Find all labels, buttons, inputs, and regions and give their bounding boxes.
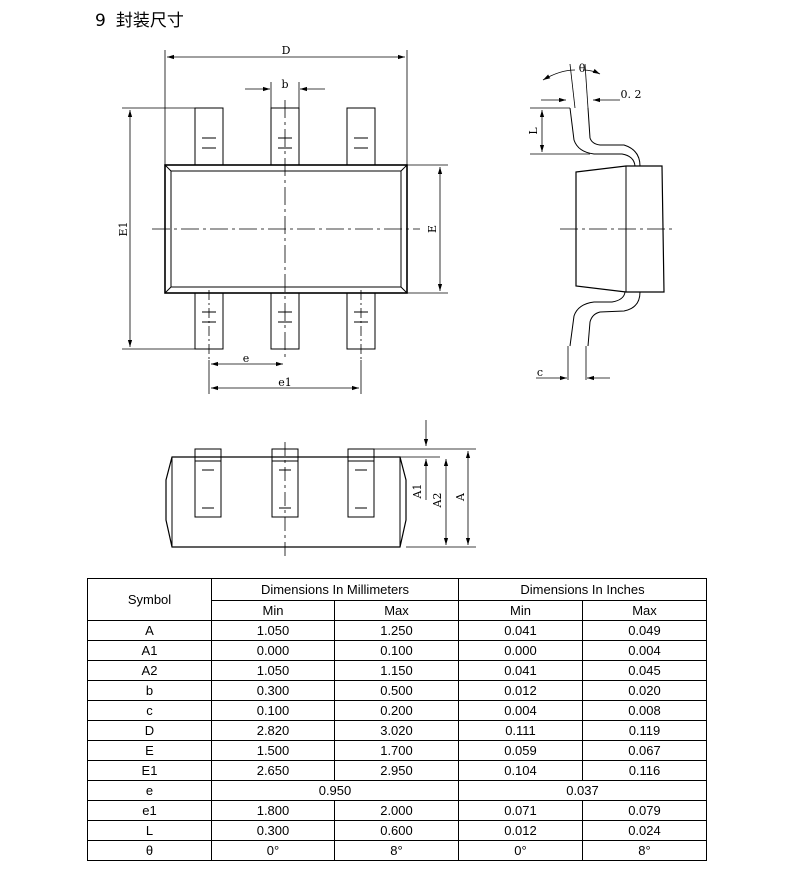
dim-label-E1: E1 xyxy=(117,221,130,236)
cell-symbol: θ xyxy=(87,840,212,861)
cell-in-min: 0.111 xyxy=(458,720,583,741)
cell-in-max: 8° xyxy=(582,840,707,861)
side-view xyxy=(530,63,676,381)
cell-symbol: b xyxy=(87,680,212,701)
cell-in-max: 0.008 xyxy=(582,700,707,721)
in-max-header: Max xyxy=(582,599,707,621)
cell-in-max: 0.119 xyxy=(582,720,707,741)
symbol-header: Symbol xyxy=(87,578,212,621)
cell-in-max: 0.067 xyxy=(582,740,707,761)
dim-label-E: E xyxy=(426,225,439,233)
table-row: D 2.820 3.020 0.111 0.119 xyxy=(87,720,707,741)
cell-in-min: 0.012 xyxy=(458,680,583,701)
cell-mm-max: 2.000 xyxy=(334,800,459,821)
cell-in-max: 0.079 xyxy=(582,800,707,821)
mm-group-header: Dimensions In Millimeters xyxy=(211,578,459,601)
table-row: e1 1.800 2.000 0.071 0.079 xyxy=(87,800,707,821)
section-title: 封装尺寸 xyxy=(115,11,184,31)
dim-label-b: b xyxy=(281,78,288,91)
cell-mm-max: 2.950 xyxy=(334,760,459,781)
cell-symbol: e1 xyxy=(87,800,212,821)
table-row: E 1.500 1.700 0.059 0.067 xyxy=(87,740,707,761)
cell-mm-min: 1.800 xyxy=(211,800,335,821)
cell-symbol: e xyxy=(87,780,212,801)
cell-mm-value: 0.950 xyxy=(211,780,459,801)
cell-in-min: 0.000 xyxy=(458,640,583,661)
cell-mm-max: 8° xyxy=(334,840,459,861)
cell-mm-max: 1.250 xyxy=(334,620,459,641)
dim-label-theta: θ xyxy=(579,62,586,75)
cell-in-max: 0.020 xyxy=(582,680,707,701)
table-row: θ 0° 8° 0° 8° xyxy=(87,840,707,861)
cell-mm-min: 2.650 xyxy=(211,760,335,781)
cell-in-min: 0.104 xyxy=(458,760,583,781)
dim-label-e1: e1 xyxy=(278,376,292,389)
table-row: A 1.050 1.250 0.041 0.049 xyxy=(87,620,707,641)
cell-mm-min: 0.300 xyxy=(211,820,335,841)
cell-symbol: A2 xyxy=(87,660,212,681)
cell-symbol: E xyxy=(87,740,212,761)
table-row: A1 0.000 0.100 0.000 0.004 xyxy=(87,640,707,661)
cell-mm-max: 1.700 xyxy=(334,740,459,761)
dim-label-A: A xyxy=(454,492,467,502)
cell-symbol: L xyxy=(87,820,212,841)
dim-label-L: L xyxy=(527,127,540,135)
table-row: L 0.300 0.600 0.012 0.024 xyxy=(87,820,707,841)
section-number: 9 xyxy=(95,11,106,31)
cell-mm-min: 0.300 xyxy=(211,680,335,701)
cell-mm-min: 0.000 xyxy=(211,640,335,661)
cell-mm-max: 0.100 xyxy=(334,640,459,661)
cell-symbol: c xyxy=(87,700,212,721)
dim-label-c: c xyxy=(537,366,543,379)
cell-in-max: 0.049 xyxy=(582,620,707,641)
cell-mm-min: 1.050 xyxy=(211,660,335,681)
top-view xyxy=(122,50,448,394)
cell-in-value: 0.037 xyxy=(458,780,707,801)
cell-in-min: 0.071 xyxy=(458,800,583,821)
cell-in-min: 0.012 xyxy=(458,820,583,841)
cell-mm-min: 1.500 xyxy=(211,740,335,761)
cell-mm-min: 0.100 xyxy=(211,700,335,721)
mm-max-header: Max xyxy=(334,599,459,621)
table-row: A2 1.050 1.150 0.041 0.045 xyxy=(87,660,707,681)
table-row: E1 2.650 2.950 0.104 0.116 xyxy=(87,760,707,781)
cell-mm-max: 3.020 xyxy=(334,720,459,741)
cell-in-max: 0.116 xyxy=(582,760,707,781)
dim-label-e: e xyxy=(243,352,250,365)
table-row: c 0.100 0.200 0.004 0.008 xyxy=(87,700,707,721)
cell-symbol: A xyxy=(87,620,212,641)
mm-min-header: Min xyxy=(211,599,335,621)
cell-in-max: 0.004 xyxy=(582,640,707,661)
cell-in-min: 0.004 xyxy=(458,700,583,721)
cell-in-min: 0° xyxy=(458,840,583,861)
cell-mm-max: 1.150 xyxy=(334,660,459,681)
in-min-header: Min xyxy=(458,599,583,621)
table-row: e 0.950 0.037 xyxy=(87,780,707,801)
cell-symbol: D xyxy=(87,720,212,741)
dim-label-A2: A2 xyxy=(431,493,444,509)
cell-in-min: 0.041 xyxy=(458,620,583,641)
table-row: b 0.300 0.500 0.012 0.020 xyxy=(87,680,707,701)
cell-mm-max: 0.600 xyxy=(334,820,459,841)
cell-mm-min: 2.820 xyxy=(211,720,335,741)
cell-mm-max: 0.200 xyxy=(334,700,459,721)
section-heading: 9 封装尺寸 xyxy=(95,6,184,31)
cell-in-min: 0.059 xyxy=(458,740,583,761)
package-outline-drawing: D b E1 E e e1 θ 0. 2 L c xyxy=(117,44,676,560)
dimensions-table: Symbol Dimensions In Millimeters Dimensi… xyxy=(87,578,707,861)
cell-in-max: 0.024 xyxy=(582,820,707,841)
cell-mm-max: 0.500 xyxy=(334,680,459,701)
dim-label-A1: A1 xyxy=(411,484,424,500)
front-view xyxy=(165,420,476,560)
cell-in-max: 0.045 xyxy=(582,660,707,681)
cell-mm-min: 1.050 xyxy=(211,620,335,641)
cell-mm-min: 0° xyxy=(211,840,335,861)
cell-in-min: 0.041 xyxy=(458,660,583,681)
dim-label-gauge: 0. 2 xyxy=(621,88,642,101)
dim-label-D: D xyxy=(282,44,291,57)
inch-group-header: Dimensions In Inches xyxy=(458,578,707,601)
cell-symbol: A1 xyxy=(87,640,212,661)
cell-symbol: E1 xyxy=(87,760,212,781)
